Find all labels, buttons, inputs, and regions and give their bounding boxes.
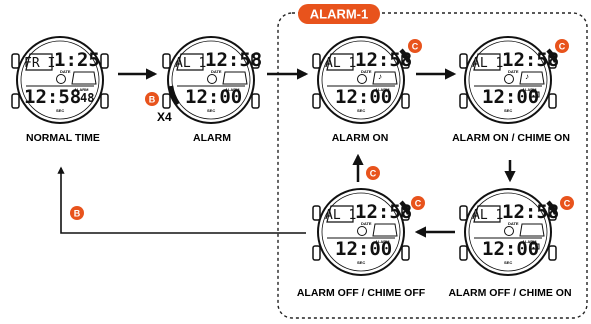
repeat-count-label: X4 [157,110,172,124]
caption-alarm: ALARM [193,132,231,144]
c-button-badge: C [411,196,425,210]
svg-text:C: C [564,199,571,209]
watch-alarm-on-chime-on: AL 1 12:58 DATE ALARM ♪ 12:00 SEC [459,36,559,124]
alarm-1-badge-label: ALARM-1 [310,7,369,22]
arrow-back-to-normal-time [57,166,306,234]
b-button-badge: B [145,92,159,106]
mode-indicator: AL 1 [325,56,356,71]
alarm-1-group-box [277,12,588,319]
mode-indicator: AL 1 [175,56,206,71]
svg-text:C: C [559,42,566,52]
main-time: 12:00 [482,86,539,108]
upper-time: 12:58 [502,49,559,71]
svg-text:C: C [370,169,377,179]
main-time: 12:00 [482,238,539,260]
mode-indicator: AL 1 [472,56,503,71]
c-button-highlight [546,48,559,63]
caption-alarm-off-chime-on: ALARM OFF / CHIME ON [448,287,571,299]
c-button-badge: C [408,39,422,53]
sec-label: SEC [357,108,365,113]
date-label: DATE [508,69,519,74]
watch-alarm-off-chime-off: AL 1 12:58 DATE ALARM 12:00 SEC [312,188,412,276]
date-label: DATE [211,69,222,74]
upper-time: 12:58 [205,49,262,71]
c-button-badge: C [366,166,380,180]
mode-indicator: AL 1 [325,208,356,223]
mode-indicator: FR I [24,56,55,71]
watch-alarm: AL 1 12:58 DATE ALARM 12:00 SEC [162,36,262,124]
date-label: DATE [361,221,372,226]
chime-icon [529,243,540,250]
svg-text:C: C [412,42,419,52]
watch-normal-time: FR I 1:25 DATE ALARM 12:58 48 SEC [11,36,109,124]
sec-label: SEC [56,108,64,113]
c-button-highlight [546,200,559,215]
c-button-highlight [399,200,412,215]
alarm-label: ALARM [522,239,537,244]
alarm-label: ALARM [74,87,89,92]
mode-indicator: AL 1 [472,208,503,223]
sec-label: SEC [207,108,215,113]
svg-text:B: B [149,95,156,105]
date-label: DATE [60,69,71,74]
caption-alarm-on-chime-on: ALARM ON / CHIME ON [452,132,570,144]
c-button-highlight [399,48,412,63]
upper-time: 12:58 [355,201,412,223]
alarm-label: ALARM [375,239,390,244]
alarm-on-icon: ♪ [525,72,529,81]
caption-normal-time: NORMAL TIME [26,132,100,144]
alarm-1-badge [298,4,380,24]
main-time: 12:00 [185,86,242,108]
c-button-badge: C [555,39,569,53]
c-button-badge: C [560,196,574,210]
main-time: 12:00 [335,238,392,260]
date-label: DATE [361,69,372,74]
b-button-highlight [168,85,180,106]
alarm-label: ALARM [225,87,240,92]
caption-alarm-on: ALARM ON [332,132,389,144]
main-time: 12:58 [24,86,81,108]
watch-alarm-on: AL 1 12:58 DATE ALARM ♪ 12:00 SEC [312,36,412,124]
date-label: DATE [508,221,519,226]
upper-time: 12:58 [502,201,559,223]
sec-label: SEC [504,260,512,265]
watch-alarm-off-chime-on: AL 1 12:58 DATE ALARM 12:00 SEC [459,188,559,276]
chime-icon [529,91,540,98]
sec-label: SEC [504,108,512,113]
caption-alarm-off-chime-off: ALARM OFF / CHIME OFF [297,287,426,299]
upper-time: 12:58 [355,49,412,71]
alarm-label: ALARM [522,87,537,92]
b-button-badge: B [70,206,84,220]
alarm-label: ALARM [375,87,390,92]
alarm-on-icon: ♪ [378,72,382,81]
svg-text:B: B [74,209,81,219]
svg-text:C: C [415,199,422,209]
main-time: 12:00 [335,86,392,108]
seconds-readout: 48 [80,91,94,105]
upper-time: 1:25 [54,49,100,71]
sec-label: SEC [357,260,365,265]
